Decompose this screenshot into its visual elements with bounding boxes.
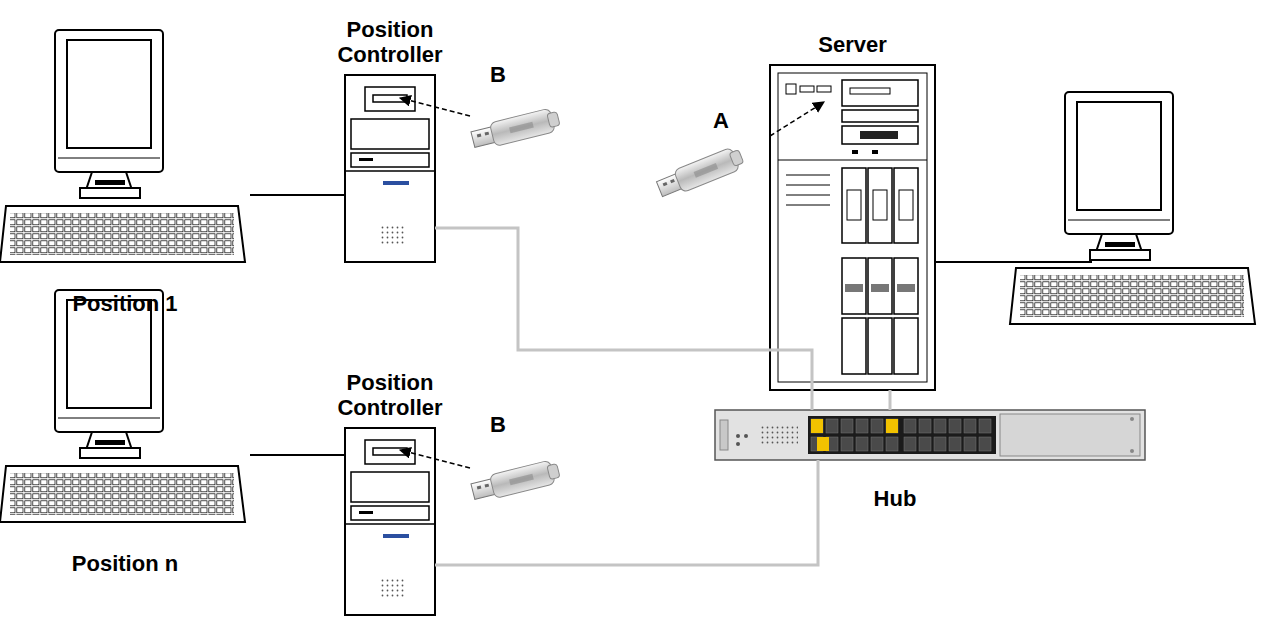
insertion-arrow <box>770 102 824 136</box>
controller-box: Position Controller <box>345 75 435 262</box>
workstation-box: Position n <box>0 290 250 525</box>
callout-letter: A <box>713 108 729 133</box>
console-cable <box>935 261 1092 263</box>
node-label: Hub <box>835 486 955 511</box>
node-label: Position Controller <box>310 17 470 67</box>
video-cable <box>250 194 345 196</box>
insertion-arrow <box>400 450 470 468</box>
usb-key <box>655 145 746 200</box>
workstation-1 <box>0 30 245 262</box>
hub-box: Hub <box>715 410 1145 460</box>
network-hub <box>715 410 1145 460</box>
callout-letter: B <box>490 412 506 437</box>
workstation-n <box>0 290 245 522</box>
network-cable <box>435 228 812 410</box>
node-label: Position Controller <box>310 370 470 420</box>
video-cable <box>250 454 345 456</box>
node-label: Position n <box>25 551 225 576</box>
server-console <box>1010 92 1255 324</box>
usb-key <box>470 459 561 504</box>
server-box: Server <box>770 65 935 390</box>
insertion-arrow <box>400 98 470 116</box>
network-cable <box>889 390 892 410</box>
node-label: Server <box>773 32 933 57</box>
node-label: Position 1 <box>25 291 225 316</box>
server-tower <box>770 65 935 390</box>
workstation-box: Position 1 <box>0 30 250 265</box>
controller-box: Position Controller <box>345 428 435 615</box>
usb-key <box>470 107 561 152</box>
callout-letter: B <box>490 62 506 87</box>
network-cable <box>435 460 818 565</box>
